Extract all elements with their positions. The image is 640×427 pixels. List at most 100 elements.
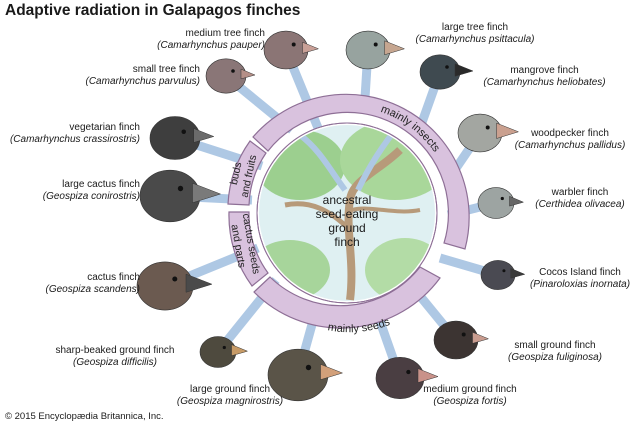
eye-shape	[373, 42, 378, 47]
eye-shape	[177, 185, 184, 192]
scientific-name: (Geospiza scandens)	[45, 284, 141, 295]
finch-heads-layer	[136, 30, 526, 402]
common-name: small ground finch	[514, 340, 596, 351]
buds-label-1: buds	[228, 161, 244, 186]
finch-label-cocos-island-finch: Cocos Island finch(Pinaroloxias inornata…	[520, 267, 640, 291]
ancestor-label-group: ancestral seed-eating ground finch	[316, 193, 379, 249]
buds-and-fruits-segment	[227, 140, 267, 206]
head-shape	[480, 260, 516, 290]
ancestor-line-1: ancestral	[323, 193, 372, 207]
beak-shape	[240, 68, 256, 80]
finch-head-cactus-finch	[136, 261, 213, 311]
head-shape	[205, 58, 247, 94]
eye-shape	[502, 269, 506, 273]
eye-shape	[500, 196, 504, 201]
eye-shape	[231, 69, 235, 73]
scientific-name: (Geospiza difficilis)	[73, 357, 157, 368]
beak-shape	[454, 63, 474, 77]
head-shape	[345, 30, 391, 70]
scientific-name: (Camarhynchus psittacula)	[415, 34, 535, 45]
eye-shape	[172, 276, 178, 282]
page-title: Adaptive radiation in Galapagos finches	[5, 2, 301, 19]
finch-label-large-ground-finch: large ground finch(Geospiza magnirostris…	[160, 384, 300, 408]
beak-shape	[185, 273, 213, 293]
scientific-name: (Geospiza conirostris)	[42, 191, 140, 202]
scientific-name: (Camarhynchus pallidus)	[514, 140, 626, 151]
head-shape	[199, 336, 237, 368]
beak-shape	[496, 122, 520, 139]
finch-head-mangrove-finch	[419, 54, 474, 90]
scientific-name: (Camarhynchus crassirostris)	[9, 134, 140, 145]
copyright-notice: © 2015 Encyclopædia Britannica, Inc.	[5, 411, 164, 422]
common-name: medium tree finch	[185, 28, 265, 39]
ancestor-line-3: ground	[328, 221, 365, 235]
beak-shape	[384, 40, 406, 56]
finch-label-woodpecker-finch: woodpecker finch(Camarhynchus pallidus)	[500, 128, 640, 152]
head-shape	[149, 116, 201, 160]
diet-ring	[227, 93, 470, 329]
scientific-name: (Camarhynchus heliobates)	[483, 77, 606, 88]
eye-shape	[485, 125, 490, 130]
finch-head-large-ground-finch	[267, 348, 344, 402]
eye-shape	[445, 65, 449, 69]
finch-head-sharp-beaked-ground-finch	[199, 336, 249, 368]
ancestor-line-4: finch	[334, 235, 359, 249]
finch-label-large-tree-finch: large tree finch(Camarhynchus psittacula…	[390, 22, 560, 46]
ancestor-line-2: seed-eating	[316, 207, 379, 221]
head-shape	[139, 169, 201, 223]
finch-head-woodpecker-finch	[457, 113, 520, 153]
beak-shape	[510, 268, 526, 279]
mainly-seeds-segment	[253, 266, 441, 329]
finch-label-small-tree-finch: small tree finch(Camarhynchus parvulus)	[40, 64, 201, 88]
finch-head-large-tree-finch	[345, 30, 406, 70]
eye-shape	[305, 364, 312, 371]
head-shape	[136, 261, 194, 311]
finch-head-warbler-finch	[477, 187, 525, 219]
inner-habitat-disc	[256, 122, 438, 304]
eye-shape	[406, 369, 411, 375]
finch-label-cactus-finch: cactus finch(Geospiza scandens)	[0, 272, 141, 296]
beak-shape	[472, 331, 490, 344]
beak-shape	[509, 195, 525, 207]
beak-shape	[302, 41, 320, 54]
head-shape	[263, 30, 309, 70]
head-shape	[433, 320, 479, 360]
mainly-insects-segment	[252, 93, 470, 250]
eye-shape	[222, 345, 226, 350]
eye-shape	[291, 42, 296, 47]
finch-head-large-cactus-finch	[139, 169, 222, 223]
common-name: large tree finch	[441, 22, 509, 33]
head-shape	[457, 113, 503, 153]
finch-label-warbler-finch: warbler finch(Certhidea olivacea)	[520, 187, 640, 211]
common-name: warbler finch	[551, 187, 609, 198]
scientific-name: (Pinaroloxias inornata)	[529, 279, 631, 290]
eye-shape	[461, 332, 466, 337]
finch-label-sharp-beaked-ground-finch: sharp-beaked ground finch(Geospiza diffi…	[30, 345, 200, 369]
common-name: Cocos Island finch	[539, 267, 621, 278]
scientific-name: (Camarhynchus parvulus)	[85, 76, 201, 87]
common-name: medium ground finch	[423, 384, 517, 395]
head-shape	[419, 54, 461, 90]
finch-head-small-ground-finch	[433, 320, 490, 360]
beak-shape	[231, 344, 249, 357]
common-name: mangrove finch	[510, 65, 579, 76]
scientific-name: (Camarhynchus pauper)	[157, 40, 265, 51]
finch-label-small-ground-finch: small ground finch(Geospiza fuliginosa)	[480, 340, 630, 364]
scientific-name: (Geospiza fuliginosa)	[508, 352, 602, 363]
common-name: woodpecker finch	[531, 128, 609, 139]
scientific-name: (Geospiza magnirostris)	[176, 396, 284, 407]
finch-head-medium-tree-finch	[263, 30, 320, 70]
beak-shape	[320, 363, 344, 381]
common-name: cactus finch	[87, 272, 140, 283]
common-name: large ground finch	[189, 384, 271, 395]
finch-head-cocos-island-finch	[480, 260, 526, 290]
beak-shape	[193, 128, 215, 143]
common-name: small tree finch	[132, 64, 200, 75]
finch-label-vegetarian-finch: vegetarian finch(Camarhynchus crassirost…	[0, 122, 140, 146]
scientific-name: (Geospiza fortis)	[433, 396, 507, 407]
scientific-name: (Certhidea olivacea)	[535, 199, 625, 210]
finch-head-vegetarian-finch	[149, 116, 215, 160]
finch-head-medium-ground-finch	[375, 357, 439, 399]
finch-label-large-cactus-finch: large cactus finch(Geospiza conirostris)	[0, 179, 140, 203]
